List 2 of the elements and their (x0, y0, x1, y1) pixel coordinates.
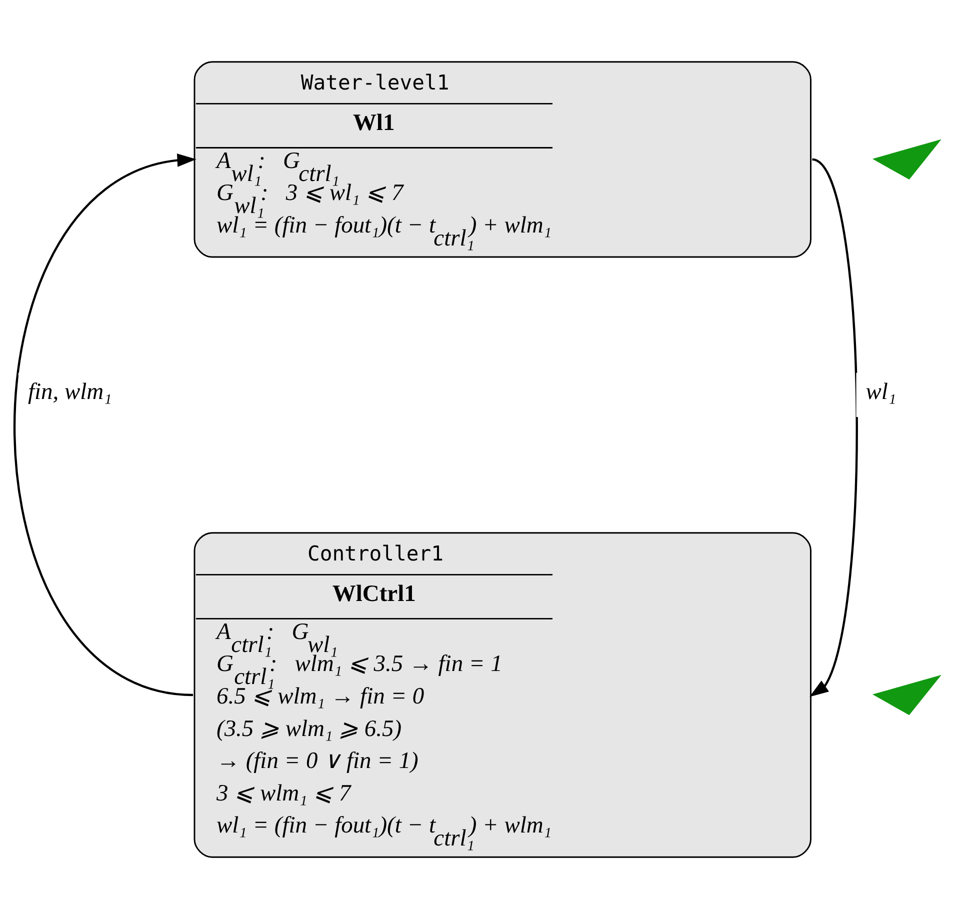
edge-label: wl₁ (866, 378, 896, 405)
edge-label: fin, wlm₁ (28, 378, 112, 405)
